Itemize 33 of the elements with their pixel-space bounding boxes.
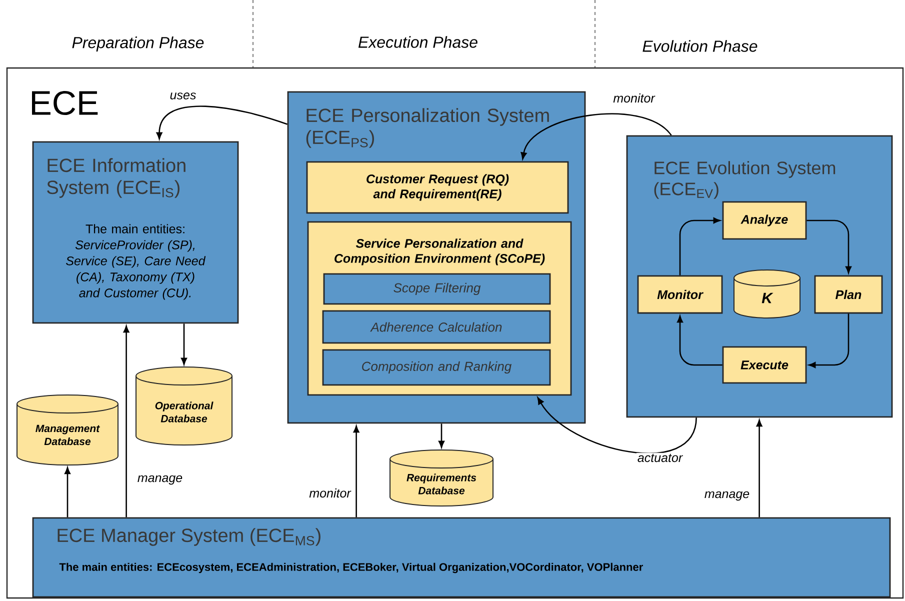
arrow <box>520 113 672 160</box>
phase-title: Evolution Phase <box>642 40 758 52</box>
edge-label: uses <box>168 92 198 100</box>
system-box: Scope Filtering <box>323 273 551 305</box>
arrow <box>677 316 722 366</box>
phase-title: Execution Phase <box>358 36 478 48</box>
arrow <box>123 326 130 518</box>
process-box: Monitor <box>637 275 723 314</box>
arrow <box>808 314 850 368</box>
system-box: Adherence Calculation <box>322 310 551 344</box>
phase-title: Preparation Phase <box>72 36 204 52</box>
arrow <box>679 217 720 276</box>
arrow <box>64 467 70 518</box>
process-box: Execute <box>722 346 807 384</box>
database-cylinder: K <box>734 269 800 318</box>
arrow <box>438 424 444 448</box>
database-cylinder: Operational Database <box>136 366 232 446</box>
edge-label: monitor <box>612 92 656 104</box>
database-cylinder: Management Database <box>16 394 118 466</box>
arrow <box>156 106 288 140</box>
database-cylinder: Requirements Database <box>390 449 494 506</box>
process-box: Plan <box>814 275 883 314</box>
process-box: Customer Request (RQ) and Requirement(RE) <box>306 161 569 214</box>
edge-label: monitor <box>308 487 352 499</box>
arrow <box>537 397 697 454</box>
arrow <box>353 426 360 518</box>
system-box: ECE Manager System (ECE$_{MS}$) The main entities: ECEcosystem, ECEAdministration, ECEBoker, Virtual Organization,VOCordinator, VOPlanner <box>32 517 891 598</box>
arrow <box>806 220 852 274</box>
arrow <box>756 420 762 518</box>
system-box: Composition and Ranking <box>322 349 551 386</box>
system-box: ECE Information System (ECE$_{IS}$) The main entities: ServiceProvider (SP), Service (SE), Care Need (CA), Taxonomy (TX) and Customer (CU). <box>32 141 239 324</box>
arrow <box>181 324 187 365</box>
process-box: Analyze <box>722 201 807 240</box>
